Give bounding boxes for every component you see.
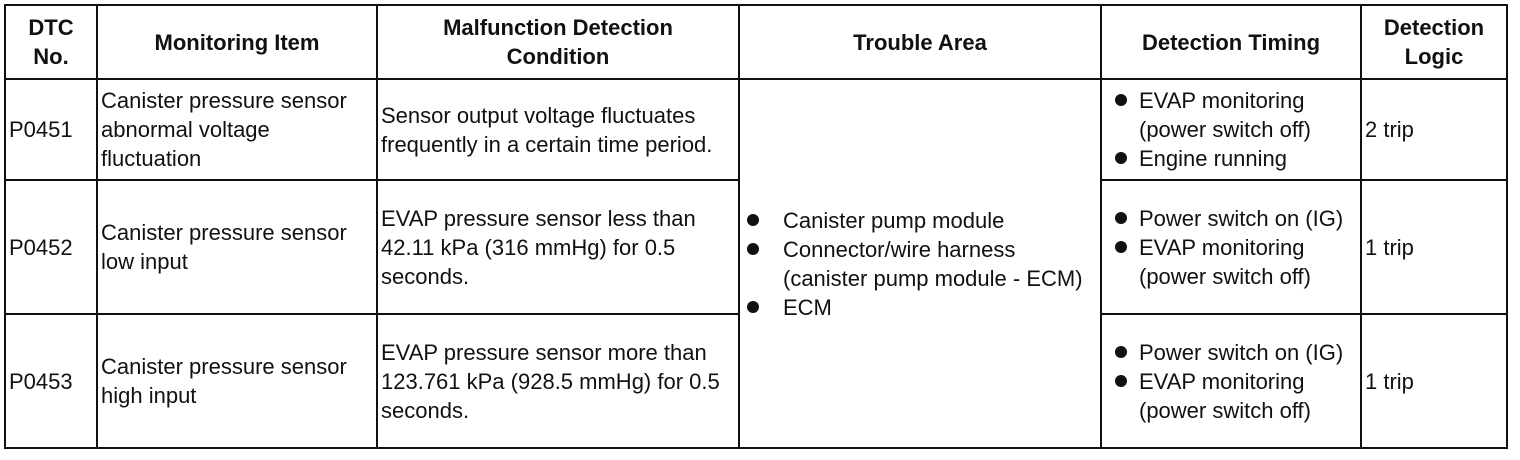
- dtc-code: P0453: [4, 313, 98, 449]
- list-item-text: EVAP monitoring (power switch off): [1139, 234, 1311, 289]
- detection-condition: Sensor output voltage fluctuates frequen…: [376, 78, 740, 181]
- bullet-icon: [1115, 240, 1127, 253]
- trouble-area: Canister pump module Connector/wire harn…: [738, 78, 1102, 449]
- list-item: Power switch on (IG): [1105, 338, 1357, 367]
- dtc-code: P0452: [4, 179, 98, 315]
- bullet-icon: [1115, 345, 1127, 358]
- timing-list: EVAP monitoring (power switch off) Engin…: [1105, 86, 1357, 173]
- detection-logic: 1 trip: [1360, 313, 1508, 449]
- bullet-icon: [747, 300, 759, 313]
- bullet-icon: [1115, 374, 1127, 387]
- table-row: P0453 Canister pressure sensor high inpu…: [4, 313, 1508, 449]
- timing-list: Power switch on (IG) EVAP monitoring (po…: [1105, 338, 1357, 425]
- header-detection-condition: Malfunction Detection Condition: [376, 4, 740, 80]
- bullet-icon: [747, 242, 759, 255]
- header-monitoring-item: Monitoring Item: [96, 4, 378, 80]
- timing-list: Power switch on (IG) EVAP monitoring (po…: [1105, 204, 1357, 291]
- bullet-icon: [1115, 152, 1127, 164]
- list-item-text: Engine running: [1139, 146, 1288, 171]
- detection-condition: EVAP pressure sensor less than 42.11 kPa…: [376, 179, 740, 315]
- list-item: Power switch on (IG): [1105, 204, 1357, 233]
- detection-timing: EVAP monitoring (power switch off) Engin…: [1100, 78, 1362, 181]
- list-item-text: EVAP monitoring (power switch off): [1139, 88, 1311, 142]
- list-item-text: EVAP monitoring (power switch off): [1139, 368, 1311, 423]
- list-item: Engine running: [1105, 144, 1357, 173]
- header-detection-logic: Detection Logic: [1360, 4, 1508, 80]
- detection-timing: Power switch on (IG) EVAP monitoring (po…: [1100, 179, 1362, 315]
- list-item: EVAP monitoring (power switch off): [1105, 367, 1357, 425]
- list-item-text: Connector/wire harness (canister pump mo…: [783, 236, 1083, 291]
- header-detection-timing: Detection Timing: [1100, 4, 1362, 80]
- list-item: Connector/wire harness (canister pump mo…: [743, 235, 1097, 293]
- header-row: DTC No. Monitoring Item Malfunction Dete…: [4, 4, 1508, 80]
- monitoring-item: Canister pressure sensor high input: [96, 313, 378, 449]
- table-row: P0452 Canister pressure sensor low input…: [4, 179, 1508, 315]
- list-item-text: ECM: [783, 294, 832, 320]
- list-item: Canister pump module: [743, 206, 1097, 235]
- trouble-area-list: Canister pump module Connector/wire harn…: [743, 206, 1097, 322]
- monitoring-item: Canister pressure sensor abnormal voltag…: [96, 78, 378, 181]
- list-item-text: Canister pump module: [783, 207, 1005, 233]
- bullet-icon: [1115, 94, 1127, 106]
- dtc-code: P0451: [4, 78, 98, 181]
- dtc-table: DTC No. Monitoring Item Malfunction Dete…: [4, 4, 1508, 449]
- list-item: EVAP monitoring (power switch off): [1105, 86, 1357, 144]
- list-item: EVAP monitoring (power switch off): [1105, 233, 1357, 291]
- header-dtc: DTC No.: [4, 4, 98, 80]
- header-trouble-area: Trouble Area: [738, 4, 1102, 80]
- detection-logic: 1 trip: [1360, 179, 1508, 315]
- page: DTC No. Monitoring Item Malfunction Dete…: [4, 4, 1508, 449]
- detection-condition: EVAP pressure sensor more than 123.761 k…: [376, 313, 740, 449]
- bullet-icon: [1115, 211, 1127, 224]
- list-item-text: Power switch on (IG): [1139, 205, 1344, 231]
- detection-logic: 2 trip: [1360, 78, 1508, 181]
- monitoring-item: Canister pressure sensor low input: [96, 179, 378, 315]
- bullet-icon: [747, 213, 759, 226]
- detection-timing: Power switch on (IG) EVAP monitoring (po…: [1100, 313, 1362, 449]
- list-item-text: Power switch on (IG): [1139, 339, 1344, 365]
- table-row: P0451 Canister pressure sensor abnormal …: [4, 78, 1508, 449]
- list-item: ECM: [743, 293, 1097, 322]
